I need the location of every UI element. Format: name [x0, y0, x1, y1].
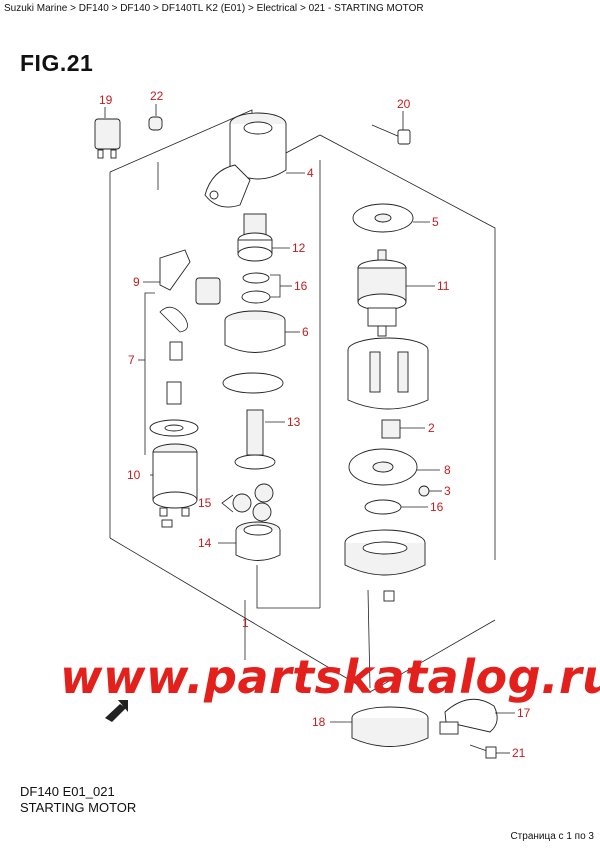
callout-16-top[interactable]: 16	[294, 279, 308, 293]
callout-7[interactable]: 7	[128, 353, 135, 367]
callout-20[interactable]: 21	[512, 746, 526, 760]
part-rings[interactable]	[241, 272, 271, 304]
callout-5[interactable]: 5	[432, 215, 439, 229]
callout-17[interactable]: 17	[517, 706, 531, 720]
breadcrumb-item-current: 021 - STARTING MOTOR	[308, 3, 424, 14]
breadcrumb-item-electrical[interactable]: Electrical	[256, 3, 298, 14]
callout-15[interactable]: 15	[198, 496, 212, 510]
breadcrumb-item-model[interactable]: DF140TL K2 (E01)	[161, 3, 246, 14]
breadcrumb-item-df140-2[interactable]: DF140	[120, 3, 151, 14]
part-bolt-21[interactable]	[371, 124, 411, 145]
page-indicator: Страница с 1 по 3	[510, 831, 594, 842]
part-planet-gears[interactable]	[232, 483, 274, 522]
callout-4[interactable]: 4	[307, 166, 314, 180]
part-internal-gear[interactable]	[235, 521, 281, 561]
part-housing-bracket[interactable]	[157, 112, 287, 208]
part-gasket[interactable]	[222, 372, 284, 394]
part-plate[interactable]	[352, 203, 414, 233]
part-shaft[interactable]	[234, 409, 276, 470]
callout-12[interactable]: 12	[292, 241, 306, 255]
part-through-bolt[interactable]	[367, 589, 395, 689]
callouts: 19 22 20 4 5 12 11 9 16 6 7 13 2 10 8 3 …	[99, 89, 531, 760]
part-washer[interactable]	[364, 499, 402, 515]
leader-lines	[104, 104, 515, 754]
breadcrumb-item-df140[interactable]: DF140	[78, 3, 109, 14]
breadcrumb: Suzuki Marine > DF140 > DF140 > DF140TL …	[4, 3, 424, 14]
part-end-frame[interactable]	[344, 529, 426, 576]
part-gear-cover[interactable]	[224, 310, 286, 353]
callout-13[interactable]: 13	[287, 415, 301, 429]
callout-16-bottom[interactable]: 16	[430, 500, 444, 514]
part-drive-gear[interactable]	[237, 213, 273, 262]
part-solenoid[interactable]	[152, 443, 198, 528]
fwd-arrow-icon	[105, 700, 128, 722]
callout-21[interactable]: 20	[397, 97, 411, 111]
part-relay[interactable]	[94, 118, 121, 159]
callout-10[interactable]: 10	[127, 468, 141, 482]
part-cap[interactable]	[148, 116, 163, 131]
part-lever[interactable]	[149, 249, 221, 437]
diagram-name: STARTING MOTOR	[20, 800, 137, 815]
callout-1[interactable]: 1	[242, 616, 249, 630]
callout-19[interactable]: 19	[99, 93, 113, 107]
callout-3[interactable]: 3	[444, 484, 451, 498]
callout-2[interactable]: 2	[428, 421, 435, 435]
callout-11[interactable]: 11	[437, 279, 450, 293]
part-yoke[interactable]	[347, 337, 429, 410]
part-brush-holder[interactable]	[348, 448, 418, 486]
diagram-code: DF140 E01_021	[20, 784, 115, 799]
part-bolt-20[interactable]	[469, 744, 497, 759]
callout-22[interactable]: 22	[150, 89, 164, 103]
callout-14[interactable]: 14	[198, 536, 212, 550]
breadcrumb-item-suzuki-marine[interactable]: Suzuki Marine	[4, 3, 68, 14]
part-brush[interactable]	[381, 419, 401, 439]
watermark: www.partskatalog.ru	[60, 650, 600, 704]
figure-title: FIG.21	[20, 50, 94, 76]
part-clamp[interactable]	[439, 698, 498, 735]
callout-8[interactable]: 8	[444, 463, 451, 477]
part-armature[interactable]	[357, 249, 407, 337]
callout-18[interactable]: 18	[312, 715, 326, 729]
callout-6[interactable]: 6	[302, 325, 309, 339]
part-cover-band[interactable]	[351, 706, 429, 747]
part-nut[interactable]	[418, 485, 430, 497]
callout-9[interactable]: 9	[133, 275, 140, 289]
